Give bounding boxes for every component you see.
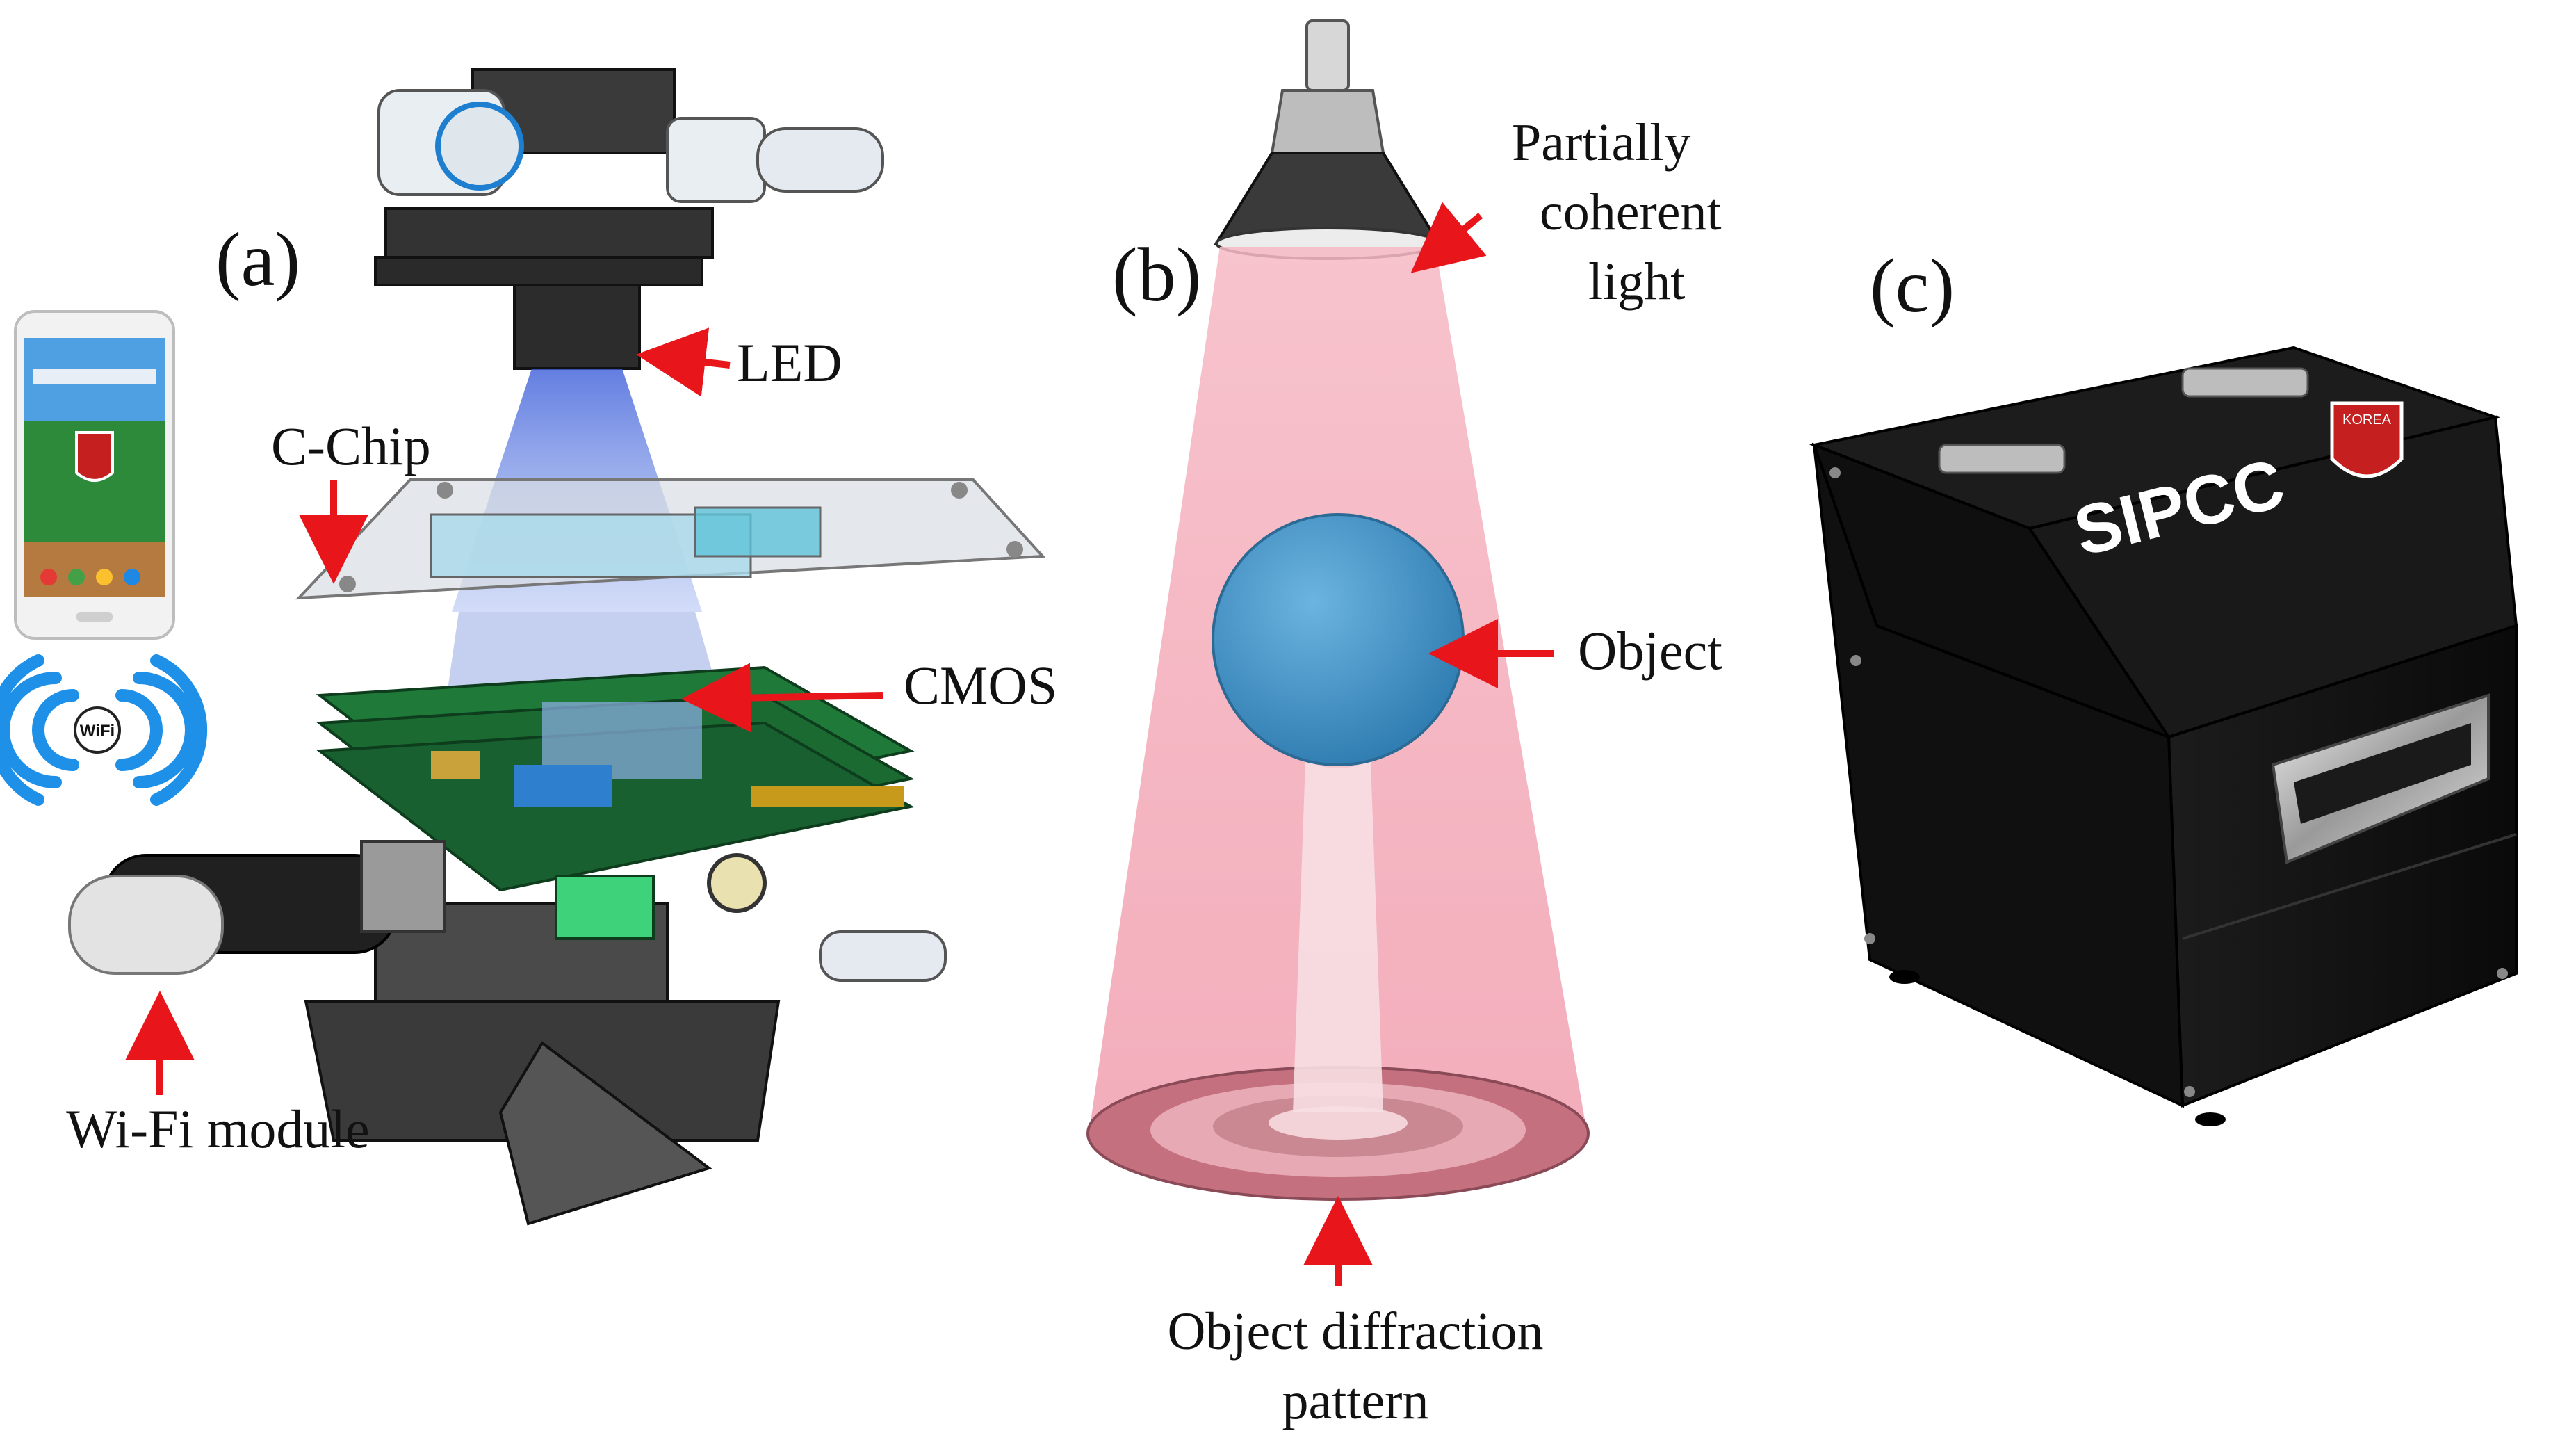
cmos-board	[316, 665, 915, 892]
object-shadow	[1293, 723, 1383, 1112]
panel-c: (c) KOREA	[1809, 243, 2518, 1126]
object-label: Object	[1578, 620, 1722, 681]
light-label-line-1: Partially	[1512, 113, 1691, 172]
pattern-label-line-2: pattern	[1282, 1372, 1428, 1430]
wifi-signal-icon	[0, 654, 208, 806]
cmos-label: CMOS	[904, 655, 1057, 715]
panel-b: (b) Partially coherent light Object Obje…	[1086, 19, 1722, 1430]
wifi-badge-text: WiFi	[80, 722, 115, 740]
panel-c-label: (c)	[1870, 243, 1955, 328]
panel-b-label: (b)	[1112, 232, 1201, 317]
hinge-right	[2181, 367, 2309, 398]
wifi-dongle	[68, 840, 446, 975]
sipcc-device: KOREA	[1809, 346, 2518, 1126]
pattern-label-line-1: Object diffraction	[1168, 1302, 1544, 1361]
led-arrow	[636, 327, 731, 397]
stage-base	[304, 853, 947, 1226]
led-holder	[374, 68, 884, 370]
panel-a: (a) WiFi	[0, 68, 1057, 1226]
wifi-module-label: Wi-Fi module	[66, 1099, 370, 1159]
cmos-arrow	[681, 663, 883, 733]
light-bulb-icon	[1214, 19, 1442, 260]
c-chip-label: C-Chip	[271, 416, 431, 476]
object-sphere	[1212, 513, 1465, 766]
wifi-badge	[74, 706, 121, 754]
led-label: LED	[737, 332, 842, 393]
light-arrow	[1410, 202, 1487, 273]
hinge-left	[1938, 444, 2066, 474]
drawer-handle[interactable]	[2271, 693, 2490, 864]
light-label-line-3: light	[1588, 252, 1685, 311]
light-label-line-2: coherent	[1540, 183, 1722, 241]
phone-shield-icon	[75, 431, 114, 482]
korea-shield-icon	[2330, 401, 2404, 478]
smartphone	[14, 310, 175, 640]
panel-a-label: (a)	[215, 217, 300, 302]
badge-text: KOREA	[2342, 412, 2392, 428]
